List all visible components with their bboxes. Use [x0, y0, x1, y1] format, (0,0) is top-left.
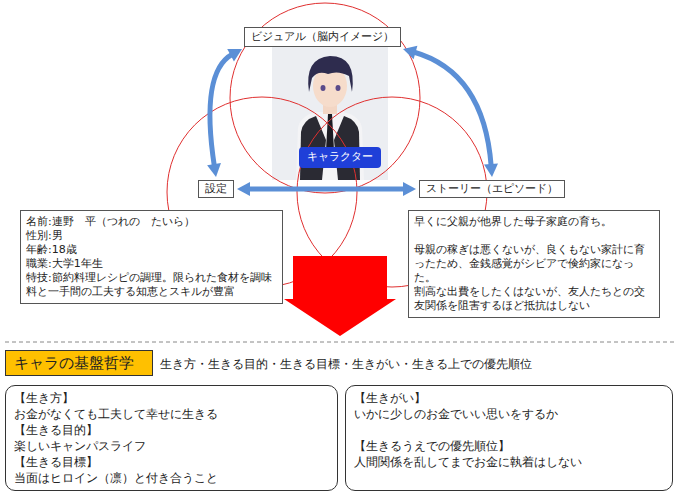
label-box: ストーリー（エピソード） — [419, 180, 565, 198]
node-text: 割高な出費をしたくはないが、友人たちとの交友関係を阻害するほど抵抗はしない — [414, 285, 654, 313]
node-text: 【生きるうえでの優先順位】 — [354, 438, 664, 454]
node-text: キャラクター — [307, 147, 373, 166]
node-text: 設定 — [205, 181, 227, 197]
character-box: キャラクター — [299, 147, 381, 168]
node-text: お金がなくても工夫して幸せに生きる — [14, 406, 329, 422]
big-down-arrow — [284, 256, 396, 336]
node-text: 性別:男 — [26, 229, 277, 243]
double-arrow — [403, 46, 498, 177]
node-text: 名前:連野 平（つれの たいら） — [26, 215, 277, 229]
venn-circle — [230, 3, 420, 193]
arrow-line — [210, 54, 232, 166]
arrow-head — [227, 49, 242, 61]
label-box: 設定 — [198, 180, 234, 198]
node-text: 特技:節約料理レシピの調理。限られた食材を調味料と一手間の工夫する知恵とスキルが… — [26, 271, 277, 299]
arrow-head — [207, 163, 221, 177]
arrow-head — [237, 182, 250, 196]
node-text: 楽しいキャンパスライフ — [14, 438, 329, 454]
arrow-head — [403, 46, 417, 59]
node-text: 【生きる目的】 — [14, 422, 329, 438]
philosophy-box: 【生き方】お金がなくても工夫して幸せに生きる【生きる目的】楽しいキャンパスライフ… — [5, 385, 338, 491]
philosophy-box: 【生きがい】いかに少しのお金でいい思いをするか【生きるうえでの優先順位】人間関係… — [345, 385, 673, 491]
arrow-head — [484, 164, 498, 177]
eye — [321, 85, 326, 91]
node-text: ビジュアル（脳内イメージ） — [251, 28, 394, 46]
subtitle-text: 生き方・生きる目的・生きる目標・生きがい・生きる上での優先順位 — [160, 356, 532, 373]
character-illustration — [272, 47, 388, 180]
arrow-line — [248, 187, 405, 192]
node-text: 人間関係を乱してまでお金に執着はしない — [354, 454, 664, 470]
illustration-ground — [272, 47, 388, 180]
dashed-separator — [5, 342, 675, 343]
node-text: ストーリー（エピソード） — [426, 181, 558, 197]
eye — [336, 85, 341, 91]
arrow-line — [414, 52, 492, 166]
node-text: 早くに父親が他界した母子家庭の育ち。 — [414, 215, 654, 229]
shirt — [296, 112, 364, 180]
node-text: 当面はヒロイン（凛）と付き合うこと — [14, 470, 329, 486]
info-box: 名前:連野 平（つれの たいら）性別:男年齢:18歳職業:大学1年生特技:節約料… — [20, 210, 283, 304]
node-text: 母親の稼ぎは悪くないが、良くもない家計に育ったため、金銭感覚がシビアで倹約家にな… — [414, 243, 654, 285]
double-arrow — [207, 49, 242, 177]
arrow-head — [403, 182, 416, 196]
node-text: 【生き方】 — [14, 390, 329, 406]
node-text: 年齢:18歳 — [26, 243, 277, 257]
label-box: ビジュアル（脳内イメージ） — [244, 27, 401, 47]
info-box: 早くに父親が他界した母子家庭の育ち。母親の稼ぎは悪くないが、良くもない家計に育っ… — [408, 210, 660, 318]
heading-box: キャラの基盤哲学 — [5, 350, 153, 376]
hair — [308, 56, 353, 92]
node-text: 【生きがい】 — [354, 390, 664, 406]
node-text: 【生きる目標】 — [14, 454, 329, 470]
double-arrow — [237, 182, 416, 196]
node-text: キャラの基盤哲学 — [14, 354, 134, 373]
node-text: いかに少しのお金でいい思いをするか — [354, 406, 664, 422]
node-text: 職業:大学1年生 — [26, 257, 277, 271]
